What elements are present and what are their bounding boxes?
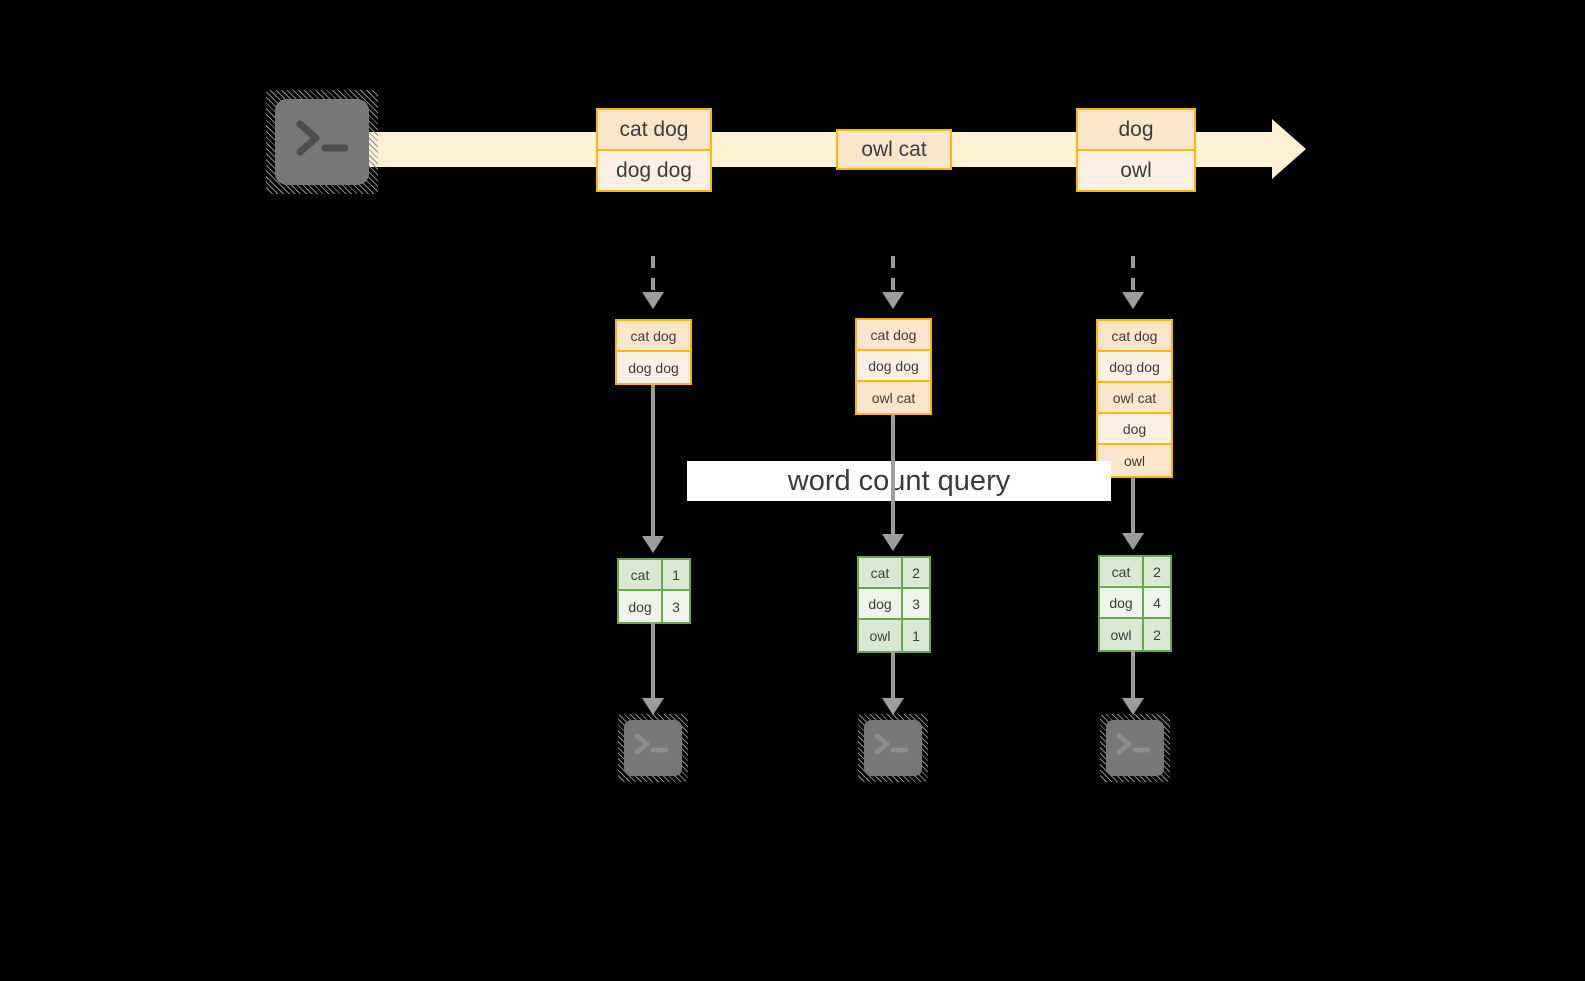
result-word: cat bbox=[1100, 557, 1144, 586]
query-label-band: word count query bbox=[687, 461, 1111, 501]
result-row: dog 4 bbox=[1100, 588, 1170, 619]
result-table: cat 1 dog 3 bbox=[617, 558, 691, 624]
sink-connector bbox=[651, 622, 655, 700]
result-word: owl bbox=[859, 620, 903, 651]
snapshot-stack: cat dog dog dog owl cat bbox=[855, 318, 932, 415]
query-label: word count query bbox=[787, 464, 1011, 497]
query-connector bbox=[891, 415, 895, 536]
result-count: 2 bbox=[903, 558, 929, 587]
snapshot-record: dog dog bbox=[1098, 352, 1171, 383]
snapshot-record: cat dog bbox=[857, 320, 930, 351]
snapshot-stack: cat dog dog dog bbox=[615, 319, 692, 385]
result-row: dog 3 bbox=[619, 591, 689, 622]
result-row: cat 2 bbox=[1100, 557, 1170, 588]
result-word: cat bbox=[859, 558, 903, 587]
result-count: 4 bbox=[1144, 588, 1170, 617]
result-word: dog bbox=[619, 591, 663, 622]
snapshot-trigger-arrowhead bbox=[642, 292, 664, 309]
result-count: 3 bbox=[663, 591, 689, 622]
snapshot-record: cat dog bbox=[1098, 321, 1171, 352]
query-connector-arrowhead bbox=[642, 536, 664, 553]
snapshot-record: dog dog bbox=[617, 352, 690, 383]
terminal-prompt-glyph bbox=[634, 733, 669, 755]
stream-record: dog dog bbox=[596, 149, 712, 192]
terminal-prompt-glyph bbox=[874, 733, 909, 755]
snapshot-record: owl cat bbox=[1098, 383, 1171, 414]
result-word: owl bbox=[1100, 619, 1144, 650]
result-word: dog bbox=[859, 589, 903, 618]
sink-connector bbox=[1131, 650, 1135, 700]
sink-connector-arrowhead bbox=[642, 698, 664, 715]
result-row: owl 1 bbox=[859, 620, 929, 651]
result-count: 3 bbox=[903, 589, 929, 618]
query-connector-arrowhead bbox=[882, 534, 904, 551]
stream-record: cat dog bbox=[596, 108, 712, 151]
result-count: 1 bbox=[663, 560, 689, 589]
snapshot-stack: cat dog dog dog owl cat dog owl bbox=[1096, 319, 1173, 478]
query-connector-arrowhead bbox=[1122, 533, 1144, 550]
result-word: cat bbox=[619, 560, 663, 589]
result-word: dog bbox=[1100, 588, 1144, 617]
sink-terminal-icon[interactable] bbox=[1100, 714, 1170, 782]
snapshot-trigger-connector bbox=[1131, 256, 1135, 294]
stream-record: owl cat bbox=[836, 129, 952, 170]
result-row: owl 2 bbox=[1100, 619, 1170, 650]
query-connector bbox=[1131, 477, 1135, 538]
sink-connector bbox=[891, 651, 895, 700]
result-count: 2 bbox=[1144, 619, 1170, 650]
sink-terminal-icon[interactable] bbox=[618, 714, 688, 782]
result-table: cat 2 dog 4 owl 2 bbox=[1098, 555, 1172, 652]
sink-connector-arrowhead bbox=[882, 698, 904, 715]
sink-terminal-icon[interactable] bbox=[858, 714, 928, 782]
result-count: 2 bbox=[1144, 557, 1170, 586]
stream-record: owl bbox=[1076, 149, 1196, 192]
snapshot-trigger-connector bbox=[891, 256, 895, 294]
result-row: cat 2 bbox=[859, 558, 929, 589]
terminal-prompt-glyph bbox=[1116, 733, 1151, 755]
source-terminal-icon[interactable] bbox=[266, 90, 378, 194]
result-table: cat 2 dog 3 owl 1 bbox=[857, 556, 931, 653]
result-count: 1 bbox=[903, 620, 929, 651]
stream-record: dog bbox=[1076, 108, 1196, 151]
snapshot-record: dog bbox=[1098, 414, 1171, 445]
query-connector bbox=[651, 385, 655, 538]
time-axis-arrowhead bbox=[1272, 119, 1306, 179]
snapshot-record: owl cat bbox=[857, 382, 930, 413]
snapshot-record: dog dog bbox=[857, 351, 930, 382]
snapshot-trigger-arrowhead bbox=[1122, 292, 1144, 309]
result-row: cat 1 bbox=[619, 560, 689, 591]
snapshot-trigger-connector bbox=[651, 256, 655, 294]
terminal-body bbox=[275, 99, 369, 185]
snapshot-record: cat dog bbox=[617, 321, 690, 352]
result-row: dog 3 bbox=[859, 589, 929, 620]
snapshot-trigger-arrowhead bbox=[882, 292, 904, 309]
sink-connector-arrowhead bbox=[1122, 698, 1144, 715]
terminal-prompt-glyph bbox=[296, 120, 349, 156]
